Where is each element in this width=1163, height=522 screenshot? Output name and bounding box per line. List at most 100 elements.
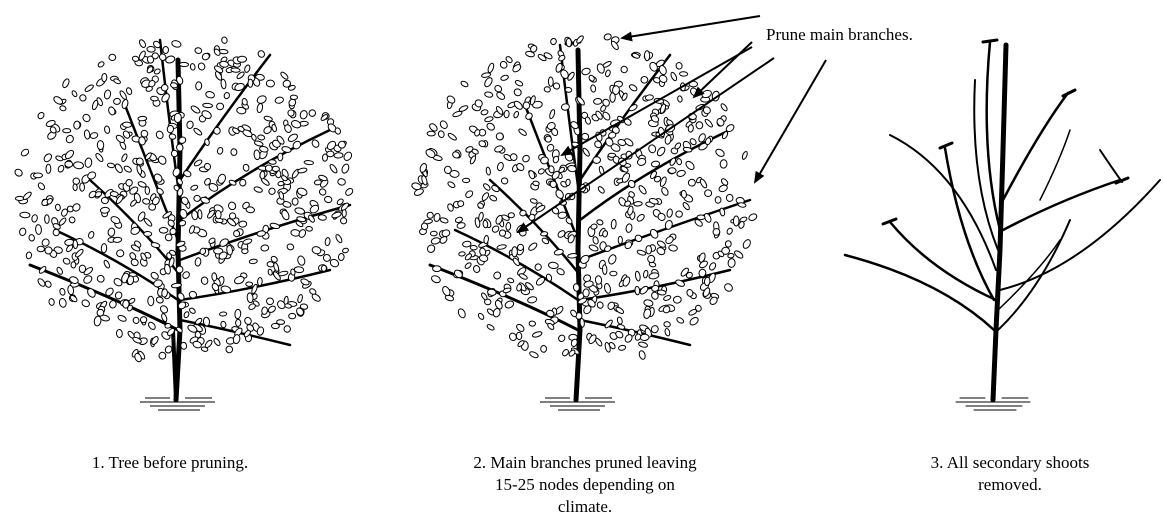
- leaf: [286, 243, 294, 251]
- leaf: [335, 234, 343, 244]
- leaf: [638, 184, 648, 195]
- leaf: [554, 188, 564, 199]
- leaf: [513, 111, 520, 119]
- leaf: [742, 238, 752, 249]
- leaf: [433, 266, 441, 272]
- leaf: [171, 40, 182, 49]
- leaf: [618, 236, 622, 244]
- leaf: [35, 224, 41, 234]
- leaf: [521, 154, 530, 163]
- leaf: [236, 319, 241, 326]
- leaf: [239, 179, 246, 186]
- leaf: [198, 210, 203, 220]
- leaf: [147, 321, 156, 331]
- leaf: [648, 272, 659, 280]
- leaf: [329, 258, 340, 268]
- leaf: [261, 245, 269, 252]
- leaf: [294, 207, 305, 215]
- leaf: [84, 158, 92, 168]
- leaf: [487, 62, 495, 73]
- leaf: [37, 111, 46, 120]
- leaf: [107, 228, 115, 237]
- leaf: [638, 341, 648, 348]
- leaf: [165, 323, 172, 329]
- leaf: [186, 121, 193, 129]
- leaf: [37, 277, 47, 287]
- leaf: [649, 228, 659, 239]
- leaf: [681, 190, 687, 198]
- leaf: [57, 164, 65, 173]
- leaf: [663, 295, 672, 302]
- leaf: [472, 265, 480, 274]
- leaf: [528, 170, 536, 180]
- leaf: [593, 98, 602, 104]
- leaf: [31, 214, 38, 222]
- caption-line: 2. Main branches pruned leaving: [420, 452, 750, 474]
- leaf: [61, 78, 70, 89]
- tree-main-branches-pruned: [411, 33, 758, 410]
- leaf: [430, 231, 437, 236]
- leaf: [121, 99, 129, 109]
- leaf: [640, 334, 649, 341]
- leaf: [590, 223, 597, 230]
- leaf: [548, 262, 558, 269]
- leaf: [675, 62, 683, 70]
- caption-panel-1: 1. Tree before pruning.: [40, 452, 300, 474]
- leaf: [126, 87, 133, 95]
- leaf: [242, 249, 249, 254]
- leaf: [491, 225, 500, 234]
- leaf: [492, 271, 502, 281]
- caption-line: 1. Tree before pruning.: [40, 452, 300, 474]
- leaf: [231, 68, 241, 73]
- leaf: [529, 321, 536, 327]
- leaf: [715, 197, 721, 204]
- leaf: [190, 63, 196, 70]
- leaf: [625, 223, 632, 232]
- leaf: [483, 76, 493, 88]
- leaf: [101, 197, 109, 204]
- leaf: [132, 56, 139, 62]
- leaf: [150, 271, 160, 281]
- leaf: [458, 201, 464, 207]
- leaf: [638, 350, 646, 360]
- leaf: [478, 212, 484, 222]
- leaf: [266, 80, 275, 87]
- leaf: [720, 103, 728, 112]
- leaf: [306, 226, 313, 231]
- leaf: [705, 137, 712, 145]
- leaf: [516, 332, 522, 340]
- leaf: [55, 204, 61, 211]
- leaf: [38, 265, 47, 274]
- leaf: [334, 152, 343, 158]
- leaf: [256, 94, 268, 104]
- leaf: [183, 169, 192, 177]
- leaf: [596, 301, 604, 309]
- leaf: [733, 216, 739, 226]
- leaf: [602, 265, 607, 275]
- leaf: [96, 274, 106, 284]
- leaf: [668, 168, 676, 174]
- leaf: [46, 164, 51, 173]
- leaf: [109, 300, 117, 309]
- leaf: [176, 266, 183, 273]
- leaf: [338, 253, 344, 260]
- leaf: [508, 332, 518, 342]
- caption-line: 3. All secondary shoots: [895, 452, 1125, 474]
- leaf: [20, 212, 30, 218]
- leaf: [643, 270, 649, 278]
- leaf: [590, 85, 596, 93]
- leaf: [144, 231, 152, 236]
- leaf: [486, 167, 491, 176]
- leaf: [243, 316, 252, 325]
- leaf: [227, 201, 237, 211]
- leaf: [524, 112, 533, 121]
- leaf: [530, 198, 538, 204]
- leaf: [339, 217, 348, 226]
- leaf: [497, 162, 505, 172]
- leaf: [273, 262, 280, 272]
- leaf: [636, 213, 646, 222]
- leaf: [430, 274, 441, 284]
- leaf: [161, 289, 168, 298]
- leaf: [688, 179, 695, 186]
- leaf: [329, 163, 338, 174]
